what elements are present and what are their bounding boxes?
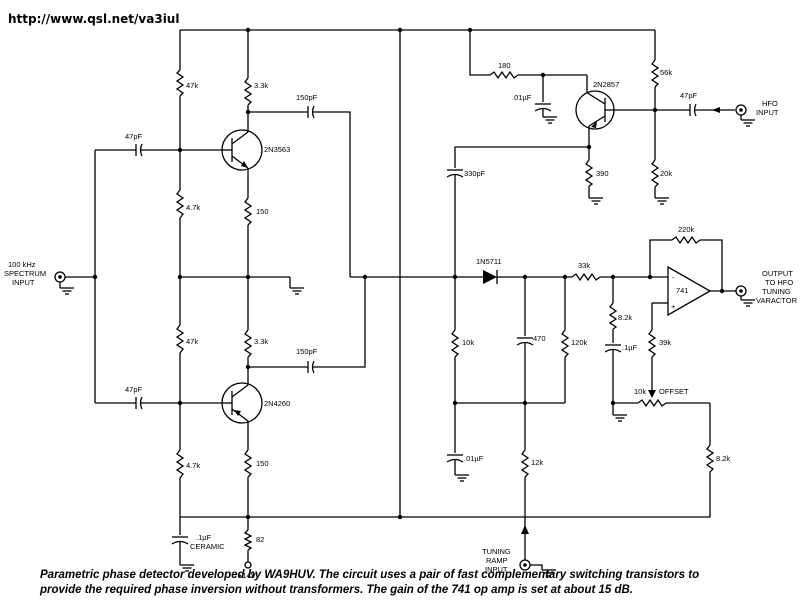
label-c-47pf-bot: 47pF — [125, 385, 143, 394]
label-r-3-3k-bot: 3.3k — [254, 337, 268, 346]
figure-caption: Parametric phase detector developed by W… — [40, 568, 800, 598]
transistor-2n3563 — [221, 30, 351, 277]
label-c-330pf: 330pF — [464, 169, 486, 178]
label-c-01uf-bot: .01µF — [464, 454, 484, 463]
label-r-47k-bot: 47k — [186, 337, 198, 346]
label-c-150pf-top: 150pF — [296, 93, 318, 102]
label-c-1uf-mid: .1µF — [622, 343, 638, 352]
label-offset: OFFSET — [659, 387, 689, 396]
label-r-3-3k-top: 3.3k — [254, 81, 268, 90]
label-r-20k: 20k — [660, 169, 672, 178]
label-q-2n2857: 2N2857 — [593, 80, 619, 89]
caption-line-1: Parametric phase detector developed by W… — [40, 569, 700, 581]
spectrum-input[interactable] — [54, 143, 222, 410]
component-labels: 47k 3.3k 150pF 47pF 2N3563 4.7k 150 100 … — [4, 61, 798, 580]
top-rail — [180, 27, 655, 33]
label-r-82: 82 — [256, 535, 264, 544]
bias-chain — [171, 30, 195, 572]
label-r-56k: 56k — [660, 68, 672, 77]
source-url[interactable]: http://www.qsl.net/va3iul — [8, 12, 180, 26]
label-r-8-2k-bot: 8.2k — [716, 454, 730, 463]
mid-ground — [180, 274, 305, 295]
label-ramp-3: INPUT — [485, 565, 508, 574]
label-r-47k-top: 47k — [186, 81, 198, 90]
label-out-2: TO HFO — [765, 278, 793, 287]
label-r-4-7k-bot: 4.7k — [186, 461, 200, 470]
label-ramp-1: TUNING — [482, 547, 511, 556]
label-r-33k: 33k — [578, 261, 590, 270]
caption-line-2: provide the required phase inversion wit… — [40, 584, 634, 596]
label-r-8-2k-top: 8.2k — [618, 313, 632, 322]
label-c-1uf-1: .1µF — [196, 533, 212, 542]
label-q-2n3563: 2N3563 — [264, 145, 290, 154]
bottom-rail — [180, 475, 711, 520]
label-r-4-7k-top: 4.7k — [186, 203, 200, 212]
label-r-39k: 39k — [659, 338, 671, 347]
opamp-741 — [647, 235, 756, 382]
label-input-1: 100 kHz — [8, 260, 36, 269]
label-input-2: SPECTRUM — [4, 269, 46, 278]
label-r-220k: 220k — [678, 225, 695, 234]
label-hfo-1: HFO — [762, 99, 778, 108]
label-r-12k: 12k — [531, 458, 543, 467]
label-r-10k-left: 10k — [462, 338, 474, 347]
label-r-180: 180 — [498, 61, 511, 70]
label-diode: 1N5711 — [476, 257, 502, 266]
label-input-3: INPUT — [12, 278, 35, 287]
label-minus: - — [672, 273, 675, 282]
detector-filter — [400, 270, 715, 577]
label-c-150pf-bot: 150pF — [296, 347, 318, 356]
label-c-47pf-top: 47pF — [125, 132, 143, 141]
label-r-120k: 120k — [571, 338, 588, 347]
label-out-4: VARACTOR — [756, 296, 798, 305]
transistor-2n4260 — [221, 277, 366, 569]
label-ramp-2: RAMP — [486, 556, 508, 565]
label-c-01uf-top: .01µF — [512, 93, 532, 102]
label-q-2n4260: 2N4260 — [264, 399, 290, 408]
label-r-150-bot: 150 — [256, 459, 269, 468]
label-pot-10k: 10k — [634, 387, 646, 396]
label-r-150-top: 150 — [256, 207, 269, 216]
label-c-1uf-2: CERAMIC — [190, 542, 225, 551]
label-supply: +14V — [238, 571, 256, 580]
label-out-3: TUNING — [762, 287, 791, 296]
label-opamp: 741 — [676, 286, 689, 295]
label-c-47pf-hfo: 47pF — [680, 91, 698, 100]
label-hfo-2: INPUT — [756, 108, 779, 117]
label-c-470: 470 — [533, 334, 546, 343]
hfo-amplifier — [446, 30, 756, 277]
label-out-1: OUTPUT — [762, 269, 793, 278]
label-r-390: 390 — [596, 169, 609, 178]
label-plus: + — [671, 302, 676, 311]
